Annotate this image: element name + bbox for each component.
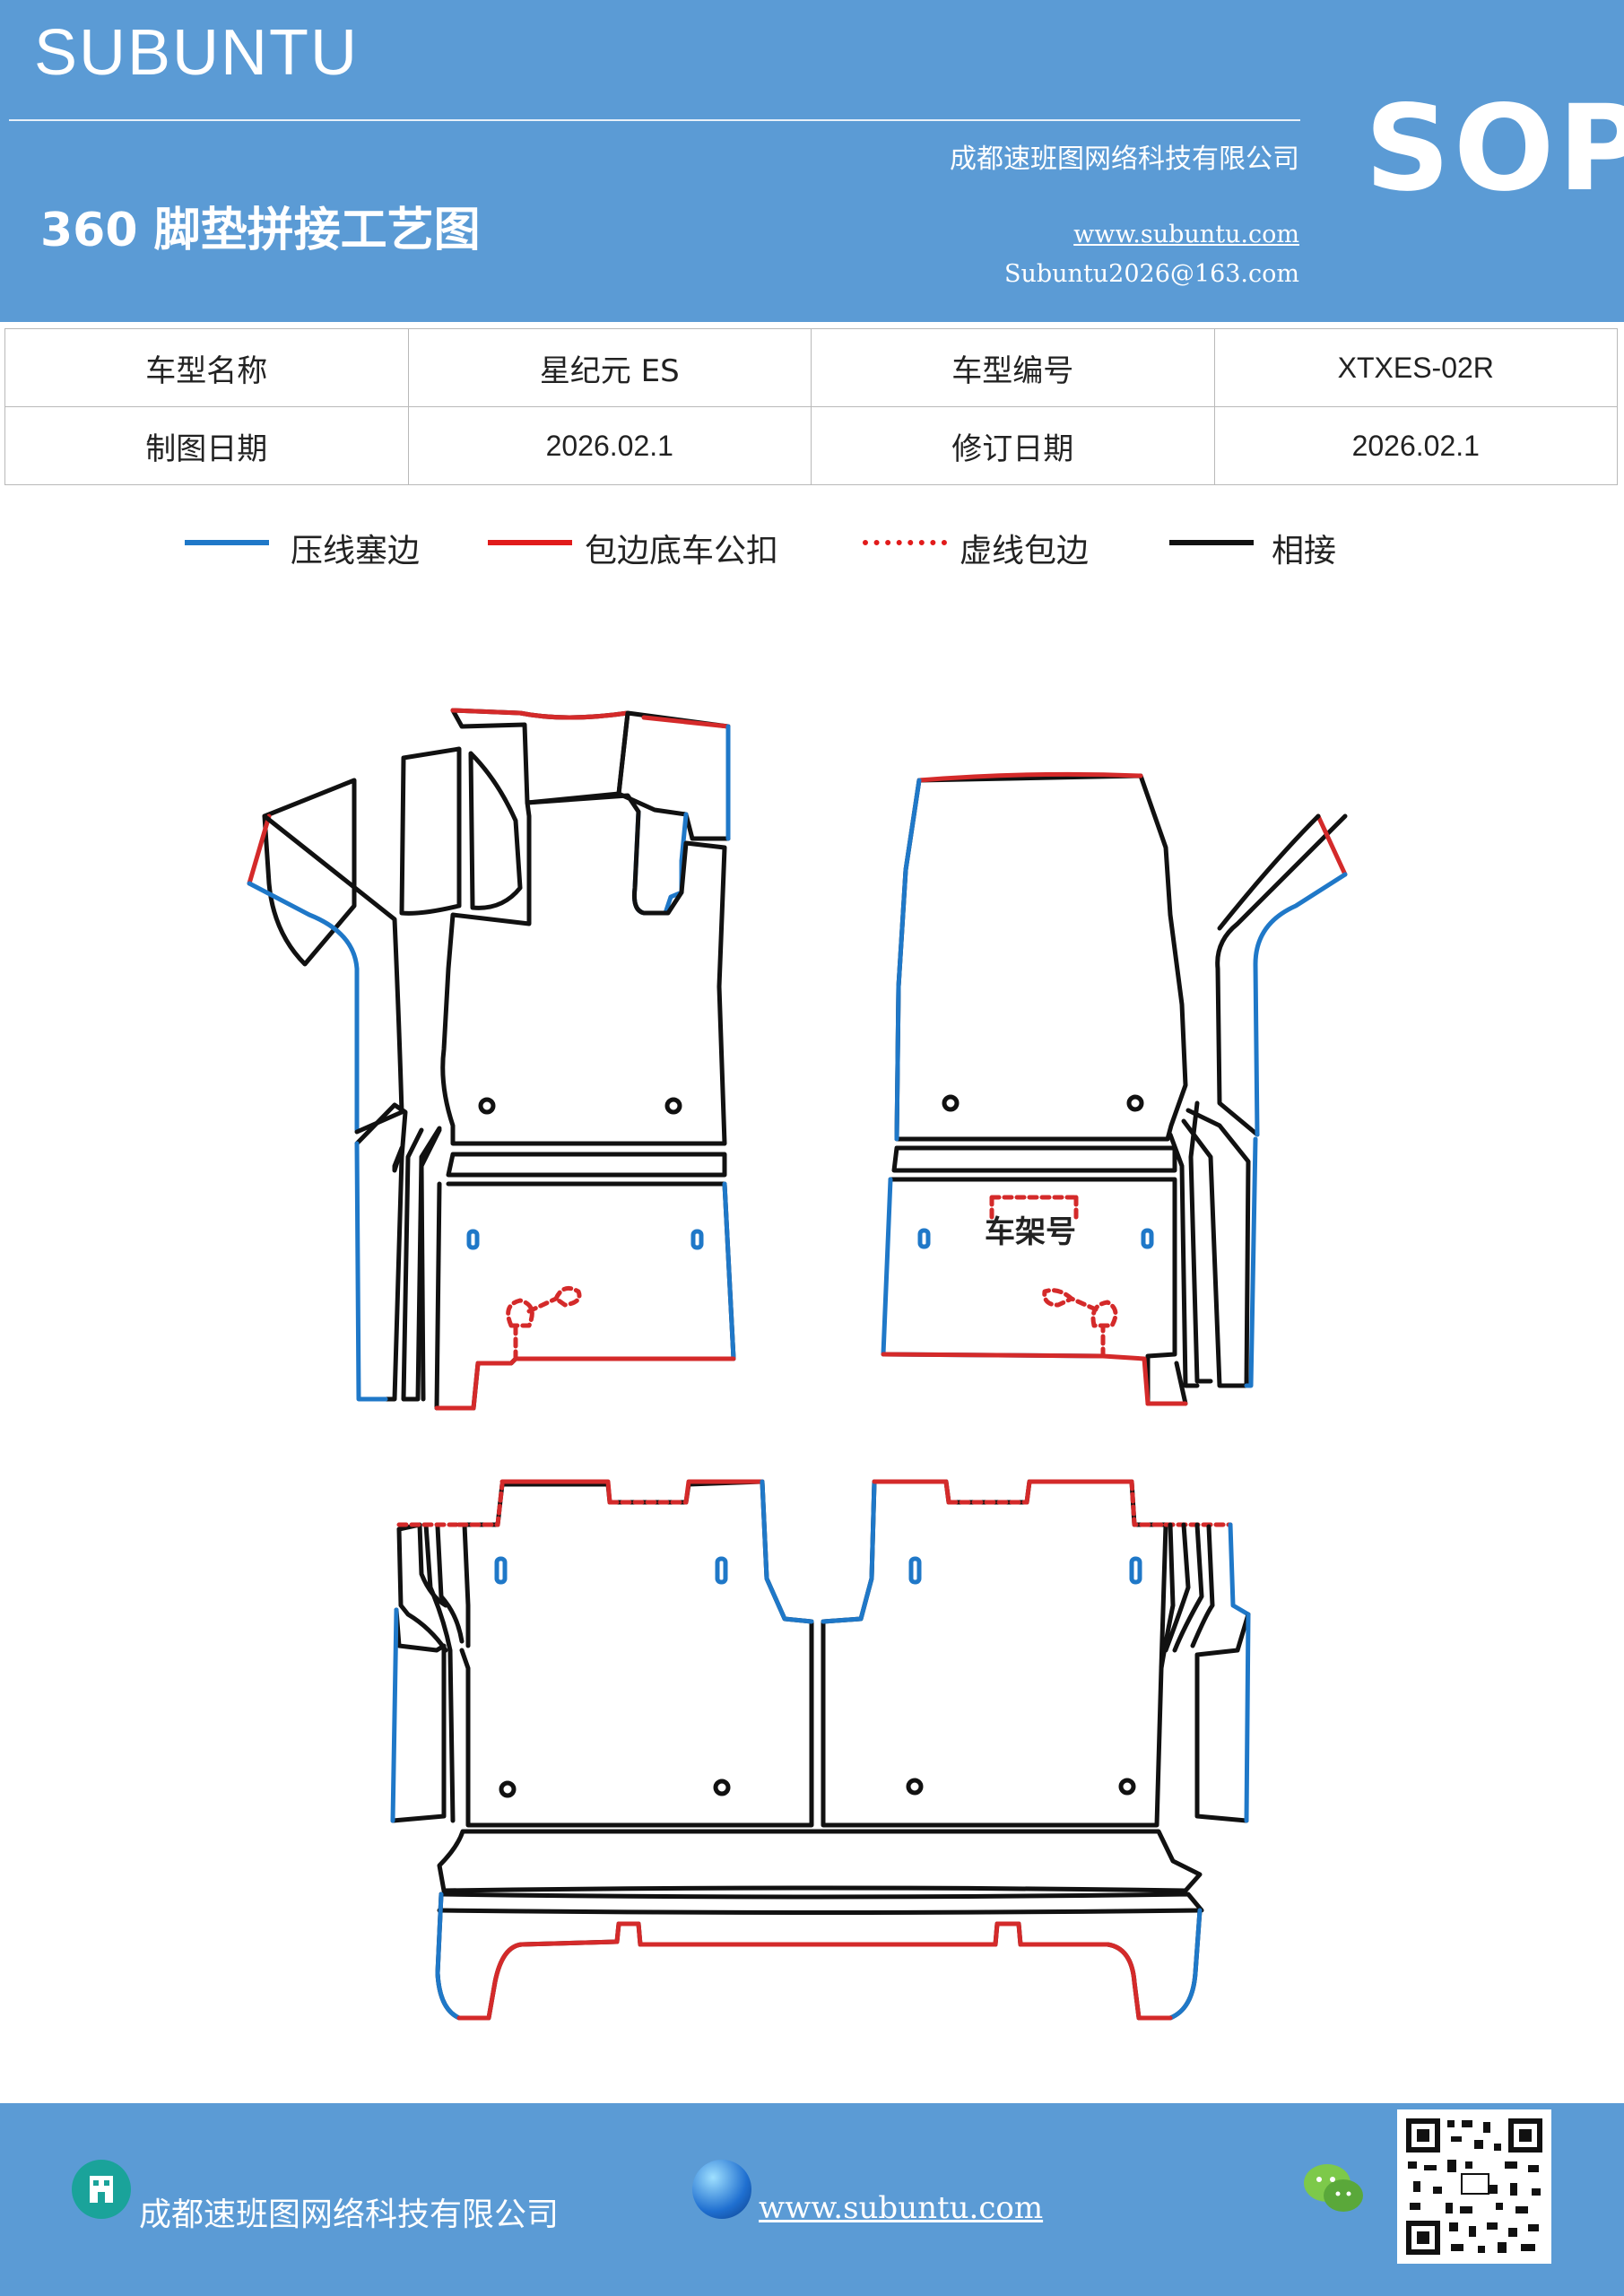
model-code-value: XTXES-02R bbox=[1213, 328, 1618, 407]
page-title: 360 脚垫拼接工艺图 bbox=[40, 204, 481, 257]
legend-swatch-red bbox=[488, 540, 572, 545]
mat-piece-rear-left bbox=[456, 1479, 814, 1828]
header-divider bbox=[9, 119, 1300, 121]
vehicle-info-table: 车型名称 星纪元 ES 车型编号 XTXES-02R 制图日期 2026.02.… bbox=[4, 328, 1618, 485]
mat-piece-passenger-main bbox=[894, 773, 1188, 1142]
table-row: 制图日期 2026.02.1 修订日期 2026.02.1 bbox=[4, 406, 1618, 485]
rear-mat-group bbox=[390, 1479, 1251, 2021]
legend-swatch-red-dotted bbox=[863, 540, 947, 545]
revise-date-label: 修订日期 bbox=[811, 406, 1215, 485]
mat-piece-sill bbox=[354, 1102, 408, 1402]
legend-label: 相接 bbox=[1272, 533, 1337, 570]
header-email: Subuntu2026@163.com bbox=[1004, 260, 1299, 288]
model-name-value: 星纪元 ES bbox=[407, 328, 812, 407]
draw-date-value: 2026.02.1 bbox=[407, 406, 812, 485]
header-banner bbox=[0, 0, 1624, 322]
legend-label: 压线塞边 bbox=[291, 533, 421, 570]
header-website-link[interactable]: www.subuntu.com bbox=[1073, 221, 1299, 248]
table-row: 车型名称 星纪元 ES 车型编号 XTXES-02R bbox=[4, 328, 1618, 407]
brand-logo-text: SUBUNTU bbox=[34, 17, 360, 89]
frame-number-label: 车架号 bbox=[985, 1214, 1076, 1250]
revise-date-value: 2026.02.1 bbox=[1213, 406, 1618, 485]
mat-piece-left-strip bbox=[262, 778, 357, 967]
legend-label: 虚线包边 bbox=[960, 533, 1090, 570]
legend-swatch-blue bbox=[185, 540, 269, 545]
footer-website-link[interactable]: www.subuntu.com bbox=[759, 2190, 1044, 2226]
draw-date-label: 制图日期 bbox=[4, 406, 409, 485]
footer-company-name: 成都速班图网络科技有限公司 bbox=[139, 2196, 560, 2233]
mat-piece-flap bbox=[399, 746, 462, 916]
globe-icon bbox=[692, 2160, 751, 2219]
header-company-name: 成都速班图网络科技有限公司 bbox=[950, 144, 1299, 175]
model-name-label: 车型名称 bbox=[4, 328, 409, 407]
driver-mat-group bbox=[247, 708, 736, 1411]
model-code-label: 车型编号 bbox=[811, 328, 1215, 407]
qr-code bbox=[1397, 2109, 1551, 2264]
legend-label: 包边底车公扣 bbox=[585, 533, 779, 570]
company-building-icon bbox=[72, 2160, 131, 2219]
wechat-icon[interactable] bbox=[1302, 2161, 1367, 2217]
mat-piece-driver-main bbox=[440, 793, 727, 1146]
passenger-mat-group: 车架号 bbox=[881, 771, 1348, 1406]
sop-badge: SOP bbox=[1365, 80, 1624, 218]
legend-swatch-black bbox=[1169, 540, 1254, 545]
